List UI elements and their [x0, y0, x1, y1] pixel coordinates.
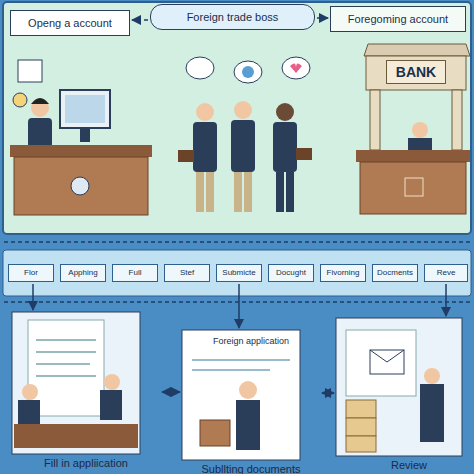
step-tag: Flor	[8, 264, 54, 282]
node-label: Openg a account	[28, 17, 112, 30]
step-tag: Submicte	[216, 264, 262, 282]
node-label: Stef	[180, 268, 194, 277]
flow-arrow	[238, 284, 240, 328]
flow-arrow	[322, 392, 334, 394]
caption-text: Review	[316, 459, 474, 472]
node-label: Apphing	[68, 268, 97, 277]
flow-arrow	[132, 19, 148, 21]
step-tag: Fivorning	[320, 264, 366, 282]
flow-arrow	[162, 391, 180, 393]
header-box: Openg a account	[10, 10, 130, 36]
node-label: Foregoming account	[348, 13, 448, 26]
node-label: Full	[129, 268, 142, 277]
flow-arrow	[32, 284, 34, 310]
step-tag: Docught	[268, 264, 314, 282]
speech-bubble: Foreign trade boss	[150, 4, 315, 30]
node-label: Flor	[24, 268, 38, 277]
flow-arrow	[445, 284, 447, 316]
process-panel: Fill in appliication	[12, 312, 160, 454]
caption-text: Fill in appliication	[0, 457, 180, 470]
node-label: BANK	[396, 64, 436, 80]
step-tag: Full	[112, 264, 158, 282]
node-label: Foreign trade boss	[187, 11, 279, 24]
node-label: Submicte	[222, 268, 255, 277]
node-label: Docught	[276, 268, 306, 277]
node-label: Reve	[437, 268, 456, 277]
step-tag: Apphing	[60, 264, 106, 282]
step-tag: Stef	[164, 264, 210, 282]
bank-sign: BANK	[386, 60, 446, 84]
process-panel: Foreign applicationSubllting documents	[182, 330, 320, 460]
header-box: Foregoming account	[330, 6, 466, 32]
step-tag: Reve	[424, 264, 468, 282]
node-label: Fivorning	[327, 268, 360, 277]
node-label: Foreign application	[211, 336, 291, 346]
caption-text: Subllting documents	[162, 463, 340, 474]
node-label: Docments	[377, 268, 413, 277]
process-panel: Review	[336, 318, 474, 456]
flow-arrow	[317, 17, 328, 19]
step-tag: Docments	[372, 264, 418, 282]
